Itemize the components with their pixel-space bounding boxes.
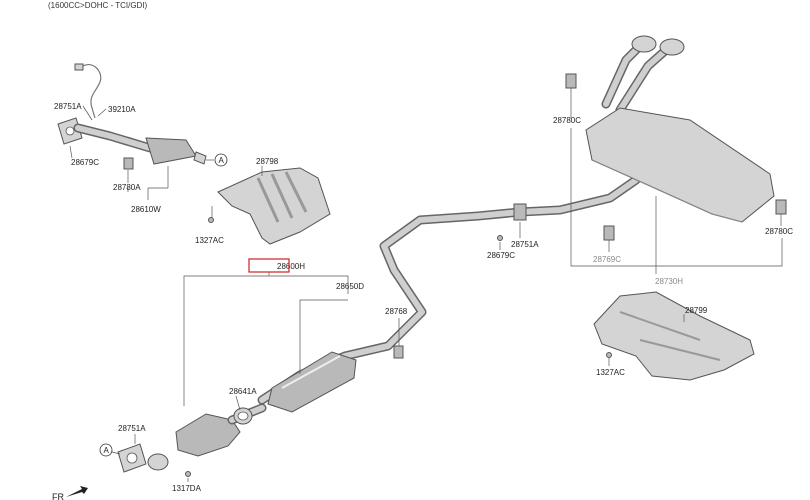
label-28799: 28799	[685, 306, 708, 315]
middle-joint	[497, 222, 521, 250]
label-28679C-top: 28679C	[71, 158, 99, 167]
tail-tip-right	[659, 38, 685, 56]
oxygen-sensor-connector	[74, 63, 84, 71]
center-muffler	[267, 351, 357, 413]
heat-shield-28798	[208, 166, 331, 245]
label-28769C: 28769C	[593, 255, 621, 264]
hanger-28769C	[603, 225, 615, 241]
heat-shield-28799	[593, 291, 755, 381]
rear-muffler-assembly	[565, 35, 787, 274]
front-direction-label: FR	[52, 492, 64, 500]
assembly-bracket-28600H	[183, 275, 349, 406]
label-39210A: 39210A	[108, 105, 136, 114]
reference-a-circle-top	[214, 153, 228, 167]
bolt-28679C-mid	[497, 235, 503, 241]
label-28600H: 28600H	[277, 262, 305, 271]
lower-front-catalytic-assembly	[111, 395, 267, 482]
label-28780A: 28780A	[113, 183, 141, 192]
hanger-28780C-left	[565, 73, 577, 89]
reference-a-label-top: A	[219, 156, 225, 165]
rear-muffler	[585, 107, 775, 223]
front-pipe-assembly	[57, 63, 214, 200]
lower-catalytic-converter	[175, 413, 241, 457]
label-1317DA: 1317DA	[172, 484, 202, 493]
front-direction-arrow-icon	[66, 486, 88, 497]
engine-spec-header: (1600CC>DOHC - TCI/GDI)	[48, 1, 148, 10]
label-28751A-top: 28751A	[54, 102, 82, 111]
hanger-28780C-right	[775, 199, 787, 215]
reference-a-circle-bottom	[99, 443, 113, 457]
front-catalytic-converter	[145, 137, 197, 165]
label-28751A-bottom: 28751A	[118, 424, 146, 433]
pipe-clamp-mid	[513, 203, 527, 221]
label-1327AC-right: 1327AC	[596, 368, 625, 377]
label-28780C-left: 28780C	[553, 116, 581, 125]
label-28730H: 28730H	[655, 277, 683, 286]
label-1327AC-left: 1327AC	[195, 236, 224, 245]
label-28641A: 28641A	[229, 387, 257, 396]
label-28768: 28768	[385, 307, 408, 316]
label-28798: 28798	[256, 157, 279, 166]
tail-tip-left	[631, 35, 657, 53]
label-28780C-right: 28780C	[765, 227, 793, 236]
assembly-bracket-28730H	[570, 128, 783, 267]
bolt-1327AC-right	[606, 352, 612, 358]
hanger-28768	[393, 345, 404, 359]
label-28650D: 28650D	[336, 282, 364, 291]
hanger-rubber-top	[123, 157, 134, 170]
label-28610W: 28610W	[131, 205, 161, 214]
oxygen-sensor-wire	[79, 63, 102, 119]
main-exhaust-pipe	[257, 175, 641, 413]
bolt-1327AC-left	[208, 217, 214, 223]
label-28679C-mid: 28679C	[487, 251, 515, 260]
reference-a-label-bottom: A	[104, 446, 110, 455]
label-28751A-mid: 28751A	[511, 240, 539, 249]
bolt-1317DA	[185, 471, 191, 477]
